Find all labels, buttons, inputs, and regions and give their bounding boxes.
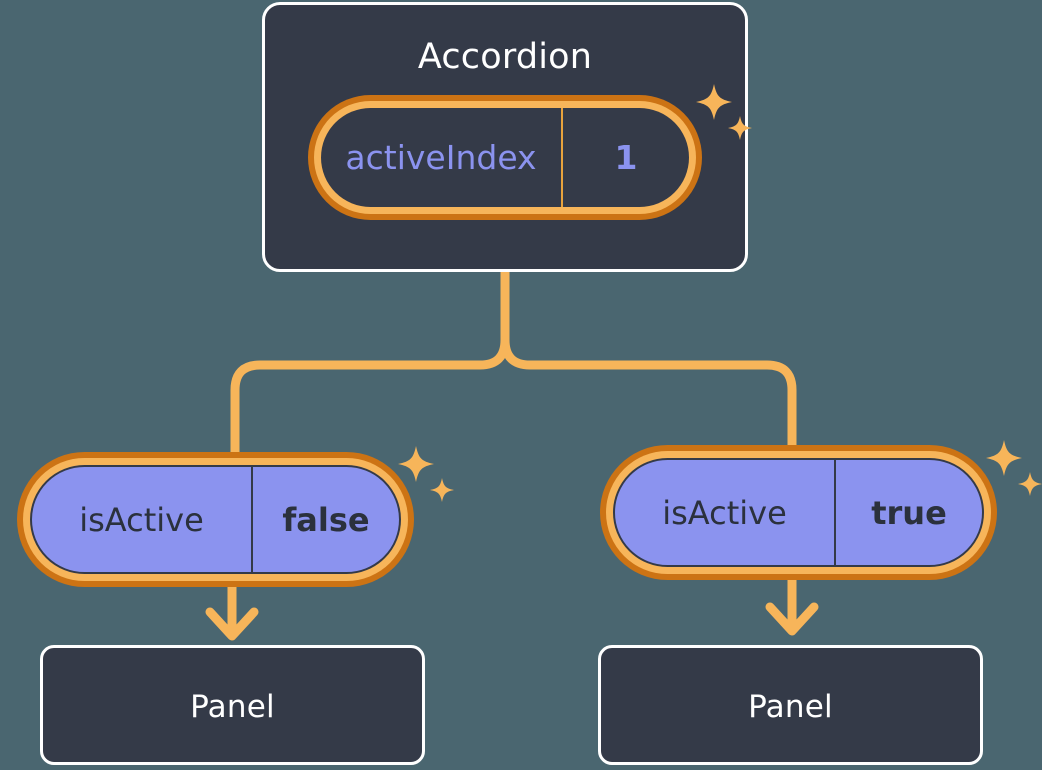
state-pill-body: activeIndex 1	[321, 108, 689, 207]
arrow-down-icon-right	[765, 602, 819, 636]
state-pill-inner-ring: isActive false	[23, 458, 408, 581]
state-key-label: isActive	[79, 500, 204, 539]
state-pill-is-active-true[interactable]: isActive true	[600, 445, 997, 580]
component-title-panel: Panel	[748, 689, 833, 725]
component-title-accordion: Accordion	[417, 37, 593, 77]
state-pill-inner-ring: isActive true	[606, 451, 991, 574]
state-value-label: 1	[561, 108, 689, 207]
state-value-label: true	[834, 460, 982, 565]
state-pill-is-active-false[interactable]: isActive false	[17, 452, 414, 587]
state-pill-body: isActive false	[30, 465, 401, 574]
state-value-label: false	[251, 467, 399, 572]
sparkle-four-point-icon	[398, 446, 434, 482]
sparkle-four-point-small-icon	[1018, 472, 1042, 496]
state-pill-body: isActive true	[613, 458, 984, 567]
component-title-panel: Panel	[190, 689, 275, 725]
wire-root-to-branches	[500, 267, 797, 475]
state-pill-inner-ring: activeIndex 1	[314, 101, 696, 214]
sparkle-four-point-icon	[986, 440, 1022, 476]
state-key-label: activeIndex	[345, 138, 537, 177]
wire-root-to-left-branch	[230, 335, 510, 475]
arrow-down-icon-left	[205, 607, 259, 641]
state-pill-active-index[interactable]: activeIndex 1	[308, 95, 702, 220]
component-box-panel-right[interactable]: Panel	[598, 645, 983, 765]
sparkle-four-point-small-icon	[430, 478, 454, 502]
component-box-panel-left[interactable]: Panel	[40, 645, 425, 765]
state-key-label: isActive	[662, 493, 787, 532]
